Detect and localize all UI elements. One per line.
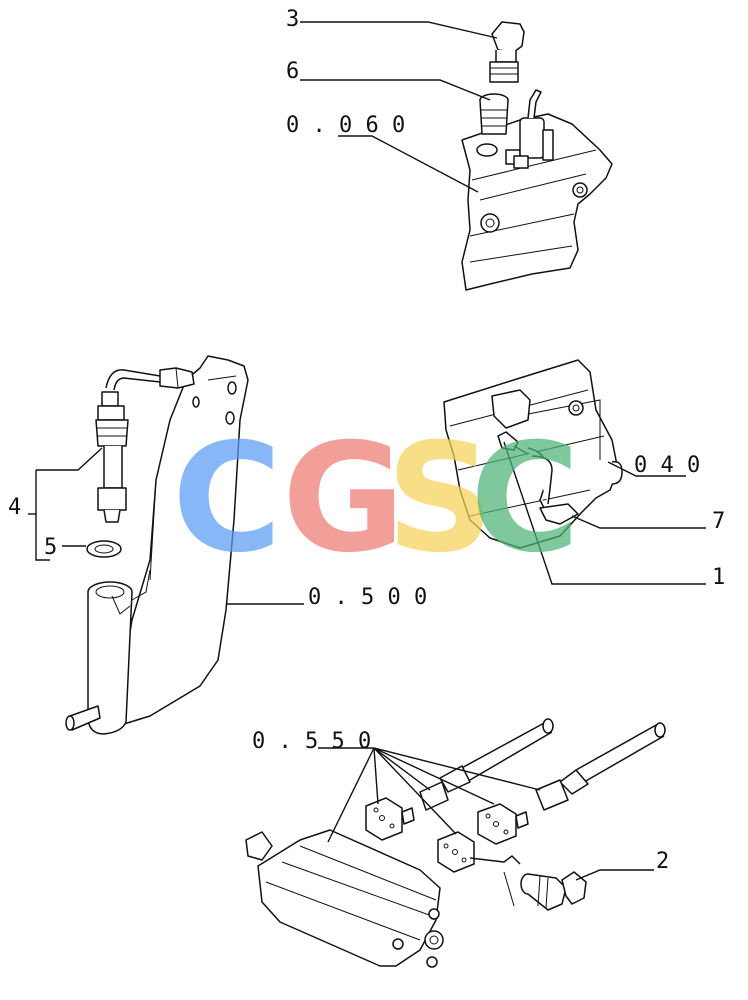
callout-4: 4	[8, 495, 21, 520]
bracket-assembly-left	[65, 355, 249, 735]
pump-assembly-bottom	[245, 718, 666, 968]
callout-2: 2	[656, 849, 669, 874]
callout-5: 5	[44, 535, 57, 560]
part-4-glow-plug	[95, 367, 195, 523]
callout-7: 7	[712, 509, 725, 534]
part-2-switch	[520, 871, 587, 911]
injector-block-assembly-right	[443, 359, 623, 549]
part-6-adapter	[479, 93, 509, 135]
callout-0-550: 0 . 5 5 0	[252, 729, 371, 754]
callout-0-500: 0 . 5 0 0	[308, 585, 427, 610]
callout-6: 6	[286, 59, 299, 84]
callout-1: 1	[712, 565, 725, 590]
part-5-washer	[86, 540, 122, 558]
callout-0-060: 0 . 0 6 0	[286, 113, 405, 138]
part-3-sensor	[489, 21, 525, 83]
callout-0-040: 0 4 0	[634, 453, 700, 478]
callout-3: 3	[286, 7, 299, 32]
cylinder-head-assembly-top	[461, 89, 613, 291]
watermark-letter-c2: C	[470, 412, 580, 586]
watermark-letter-g: G	[282, 412, 405, 586]
cgsc-watermark-logo: C G S C	[172, 412, 580, 586]
watermark-letter-c1: C	[172, 412, 282, 586]
watermark-letter-s: S	[386, 412, 494, 586]
